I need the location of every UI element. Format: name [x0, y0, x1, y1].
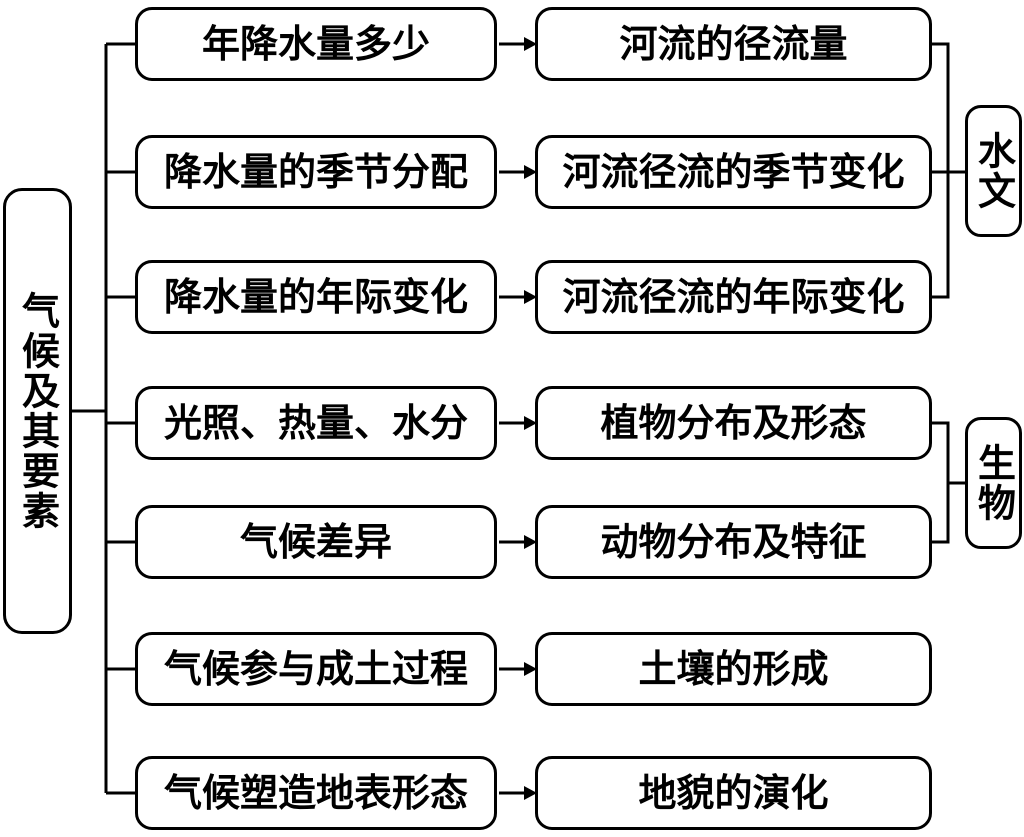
cause-node-label: 气候参与成土过程	[163, 646, 468, 691]
effect-node-label: 土壤的形成	[638, 646, 829, 691]
biology-bracket-line	[932, 421, 950, 544]
effect-node-label: 动物分布及特征	[600, 519, 867, 564]
arrow-row-1	[499, 37, 537, 51]
arrow-row-7	[499, 786, 537, 800]
cause-node-label: 气候塑造地表形态	[163, 770, 468, 815]
cause-node-label: 降水量的季节分配	[163, 149, 468, 194]
cause-node-label: 光照、热量、水分	[163, 400, 468, 445]
effect-node-landform-evolution: 地貌的演化	[535, 756, 932, 830]
effect-node-label: 河流径流的年际变化	[562, 274, 905, 319]
cause-node-interannual-variation: 降水量的年际变化	[135, 260, 497, 334]
arrow-row-3	[499, 290, 537, 304]
effect-node-plant-distribution: 植物分布及形态	[535, 386, 932, 460]
category-node-label: 水文	[971, 131, 1017, 211]
cause-node-annual-precipitation: 年降水量多少	[135, 7, 497, 81]
category-node-biology: 生物	[965, 417, 1022, 549]
effect-node-river-runoff: 河流的径流量	[535, 7, 932, 81]
root-node-climate: 气候及其要素	[3, 188, 72, 634]
effect-node-soil-formation: 土壤的形成	[535, 632, 932, 706]
effect-node-runoff-seasonal-change: 河流径流的季节变化	[535, 135, 932, 209]
cause-node-seasonal-distribution: 降水量的季节分配	[135, 135, 497, 209]
cause-node-label: 年降水量多少	[201, 21, 430, 66]
cause-node-label: 降水量的年际变化	[163, 274, 468, 319]
effect-node-label: 地貌的演化	[638, 770, 829, 815]
cause-node-light-heat-water: 光照、热量、水分	[135, 386, 497, 460]
effect-node-label: 河流径流的季节变化	[562, 149, 905, 194]
effect-node-runoff-interannual-change: 河流径流的年际变化	[535, 260, 932, 334]
arrow-row-6	[499, 662, 537, 676]
arrow-row-4	[499, 416, 537, 430]
cause-node-climate-difference: 气候差异	[135, 505, 497, 579]
cause-node-shapes-landforms: 气候塑造地表形态	[135, 756, 497, 830]
root-node-label: 气候及其要素	[15, 291, 61, 531]
cause-node-soil-formation-process: 气候参与成土过程	[135, 632, 497, 706]
cause-node-label: 气候差异	[239, 519, 392, 564]
effect-node-label: 植物分布及形态	[600, 400, 867, 445]
arrow-row-2	[499, 165, 537, 179]
category-node-hydrology: 水文	[965, 105, 1022, 237]
effect-node-animal-distribution: 动物分布及特征	[535, 505, 932, 579]
effect-node-label: 河流的径流量	[619, 21, 848, 66]
arrow-row-5	[499, 535, 537, 549]
category-node-label: 生物	[971, 443, 1017, 523]
